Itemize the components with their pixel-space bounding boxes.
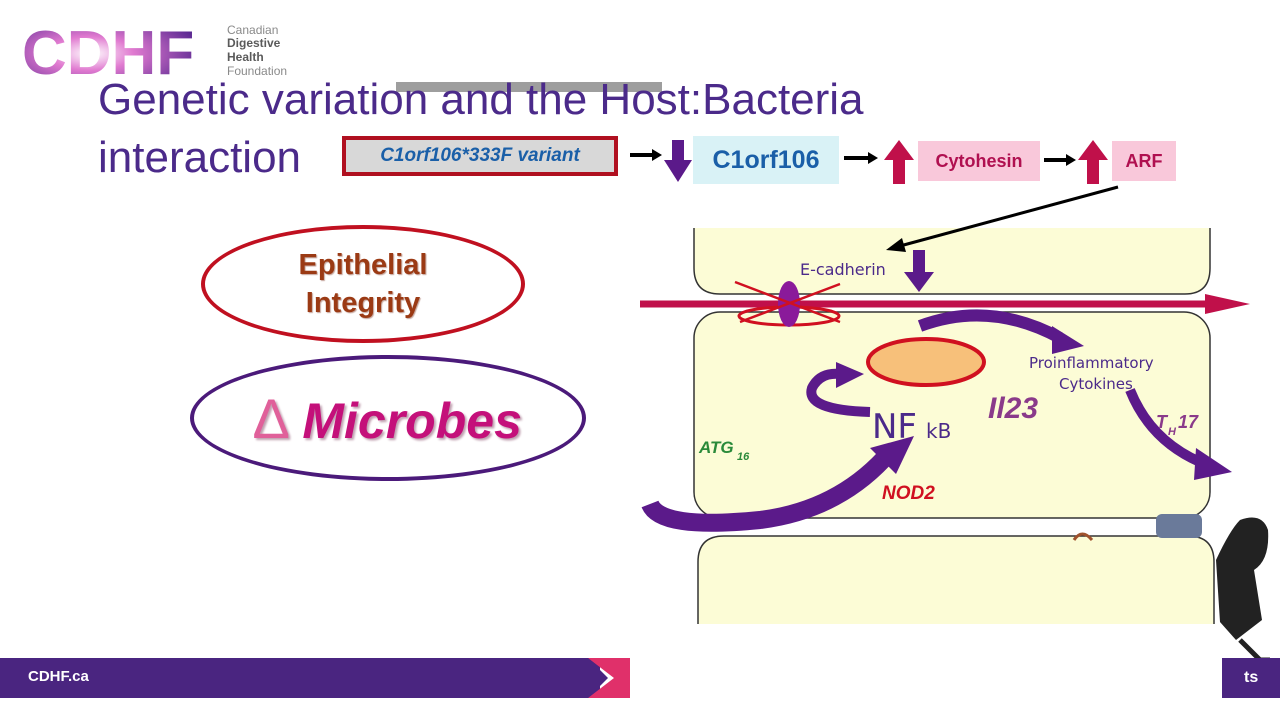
slide-title-line1: Genetic variation and the Host:Bacteria	[98, 75, 864, 124]
integrity-label: Integrity	[305, 287, 421, 319]
footer-site-link[interactable]: CDHF.ca	[28, 668, 89, 685]
logo-line-canadian: Canadian	[227, 23, 279, 37]
epithelial-label: Epithelial	[298, 249, 428, 281]
down-arrow-icon	[664, 140, 692, 182]
nfkb-label: NF	[872, 407, 917, 447]
th-subscript: H	[1168, 426, 1177, 438]
cross-line-1	[734, 280, 841, 324]
pathway-arrows-3	[1044, 140, 1108, 184]
microbes-ellipse: ∆Microbes	[190, 355, 586, 481]
logo-line-health: Health	[227, 50, 264, 64]
delta-icon: ∆	[254, 386, 289, 450]
top-epithelial-cell	[693, 228, 1211, 295]
red-arrowhead-icon	[1205, 294, 1250, 314]
arrowhead-icon	[1194, 448, 1232, 480]
arrowhead-icon	[1052, 326, 1084, 354]
th-number: 17	[1178, 412, 1199, 432]
ecadherin-down-arrow-icon	[904, 250, 934, 292]
atg-subscript: 16	[737, 451, 750, 463]
cytokines-label: Cytokines	[1059, 375, 1133, 393]
gene-label: C1orf106	[712, 145, 820, 174]
footer-right-label: ts	[1222, 658, 1280, 698]
arf-to-ecadherin-line	[899, 185, 1119, 248]
microbes-label: Microbes	[302, 392, 522, 449]
nod2-label: NOD2	[882, 483, 935, 504]
pathway-arrows-1	[630, 140, 692, 182]
character-figure	[1156, 514, 1270, 660]
slide-title-line2: interaction	[98, 133, 302, 182]
cell-diagram: E-cadherin Proinflammatory Cytokines NF …	[640, 185, 1270, 660]
cytohesin-box: Cytohesin	[918, 141, 1040, 181]
arrowhead-icon	[836, 362, 864, 388]
footer-chevron-icon	[588, 658, 630, 698]
gene-box: C1orf106	[693, 136, 839, 184]
curved-arrow-cytokines	[917, 309, 1063, 344]
nod2-arrow	[641, 446, 897, 532]
cdhf-logo-mark: CDHF	[22, 19, 194, 80]
black-arrowhead-icon	[886, 238, 906, 252]
up-arrow-icon	[884, 140, 914, 184]
il23-label: Il23	[988, 392, 1038, 425]
loop-arrow	[806, 368, 871, 417]
variant-box: C1orf106*333F variant	[342, 136, 618, 176]
th17-arrow	[1125, 388, 1203, 467]
arf-box: ARF	[1112, 141, 1176, 181]
black-arrow-icon	[630, 149, 662, 161]
atg-label: ATG	[698, 438, 734, 457]
proinflammatory-label: Proinflammatory	[1029, 354, 1154, 372]
cytohesin-label: Cytohesin	[935, 150, 1023, 171]
black-arrow-icon	[844, 152, 878, 164]
black-arrow-icon	[1044, 154, 1076, 166]
bacteria-squiggle	[1072, 532, 1094, 542]
up-arrow-icon	[1078, 140, 1108, 184]
nucleus	[866, 337, 986, 387]
cross-line-2	[739, 282, 841, 324]
arrowhead-icon	[870, 436, 914, 474]
decorative-bar	[396, 82, 662, 92]
logo-line-digestive: Digestive	[227, 36, 281, 50]
ecadherin-label: E-cadherin	[800, 260, 886, 279]
variant-label: C1orf106*333F variant	[380, 145, 580, 166]
arf-label: ARF	[1125, 150, 1163, 171]
th-label: T	[1156, 412, 1169, 432]
footer-bar	[0, 658, 600, 698]
nfkb-subscript: kB	[926, 419, 951, 443]
bottom-epithelial-cell	[697, 535, 1215, 624]
pathway-arrows-2	[844, 140, 914, 184]
logo-line-foundation: Foundation	[227, 64, 288, 78]
epithelial-integrity-ellipse: Epithelial Integrity	[201, 225, 525, 343]
cdhf-logo: CDHF	[22, 19, 194, 80]
